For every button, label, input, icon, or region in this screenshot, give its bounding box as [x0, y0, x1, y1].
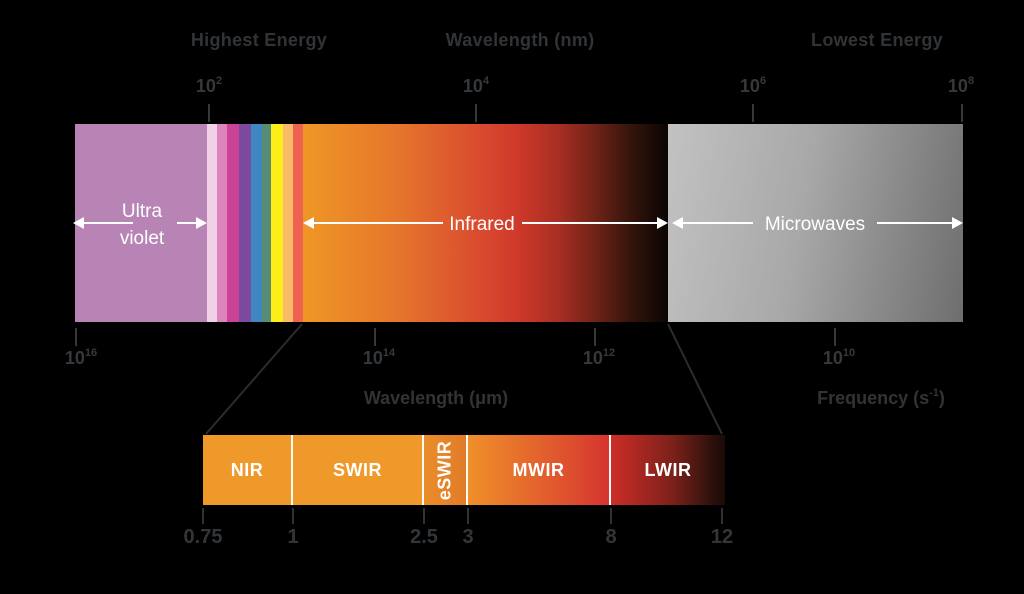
visible-stripe — [262, 124, 271, 322]
ir-zoom-tick — [423, 508, 425, 524]
uv-label: Ultra violet — [119, 201, 165, 249]
top-axis-tick — [475, 104, 477, 122]
ir-zoom-tick-label: 2.5 — [410, 526, 438, 548]
visible-stripe — [217, 124, 227, 322]
infrared-arrow-right — [522, 217, 668, 229]
ir-zoom-tick — [202, 508, 204, 524]
visible-stripe — [251, 124, 262, 322]
infrared-arrow-left — [303, 217, 443, 229]
top-axis-tick-label: 106 — [739, 75, 767, 96]
top-axis-tick — [208, 104, 210, 122]
lowest-energy-label: Lowest Energy — [811, 30, 943, 50]
visible-stripe — [293, 124, 303, 322]
visible-stripe — [271, 124, 283, 322]
bottom-axis-tick-label: 1016 — [64, 347, 98, 368]
mwir-segment: MWIR — [468, 435, 611, 505]
bottom-axis-tick — [374, 328, 376, 346]
infrared-label: Infrared — [449, 214, 515, 235]
top-axis-tick — [961, 104, 963, 122]
bottom-axis-tick — [834, 328, 836, 346]
connector-line-left — [205, 323, 303, 435]
top-axis-tick-label: 108 — [947, 75, 975, 96]
ir-zoom-tick-label: 3 — [462, 526, 474, 548]
ir-zoom-tick-label: 8 — [605, 526, 617, 548]
bottom-axis-tick — [75, 328, 77, 346]
nir-segment: NIR — [203, 435, 293, 505]
microwaves-arrow-left — [672, 217, 753, 229]
ir-zoom-tick-label: 1 — [287, 526, 299, 548]
ir-zoom-tick — [467, 508, 469, 524]
ir-zoom-tick-label: 0.75 — [183, 526, 223, 548]
bottom-axis-tick-label: 1010 — [822, 347, 856, 368]
uv-arrow-right — [177, 217, 207, 229]
ir-zoom-bar: NIR SWIR eSWIR MWIR LWIR — [203, 435, 725, 505]
top-axis-tick-label: 102 — [195, 75, 223, 96]
connector-line-right — [667, 323, 723, 435]
visible-stripe — [227, 124, 239, 322]
visible-stripe — [207, 124, 217, 322]
visible-stripe — [239, 124, 251, 322]
ir-zoom-tick — [610, 508, 612, 524]
bottom-axis-tick-label: 1014 — [362, 347, 396, 368]
microwaves-arrow-right — [877, 217, 963, 229]
ir-zoom-tick — [721, 508, 723, 524]
wavelength-um-caption: Wavelength (μm) — [363, 388, 509, 408]
eswir-segment: eSWIR — [424, 435, 468, 505]
wavelength-nm-label: Wavelength (nm) — [445, 30, 595, 50]
bottom-axis-tick-label: 1012 — [582, 347, 616, 368]
visible-stripe — [283, 124, 293, 322]
swir-segment: SWIR — [293, 435, 424, 505]
microwaves-label: Microwaves — [764, 214, 866, 235]
visible-light-band — [207, 124, 303, 322]
frequency-caption: Frequency (s-1) — [817, 387, 945, 408]
top-axis-tick — [752, 104, 754, 122]
ir-zoom-tick-label: 12 — [710, 526, 734, 548]
highest-energy-label: Highest Energy — [190, 30, 328, 50]
uv-arrow-left — [73, 217, 133, 229]
lwir-segment: LWIR — [611, 435, 725, 505]
ir-zoom-tick — [292, 508, 294, 524]
top-axis-tick-label: 104 — [462, 75, 490, 96]
bottom-axis-tick — [594, 328, 596, 346]
